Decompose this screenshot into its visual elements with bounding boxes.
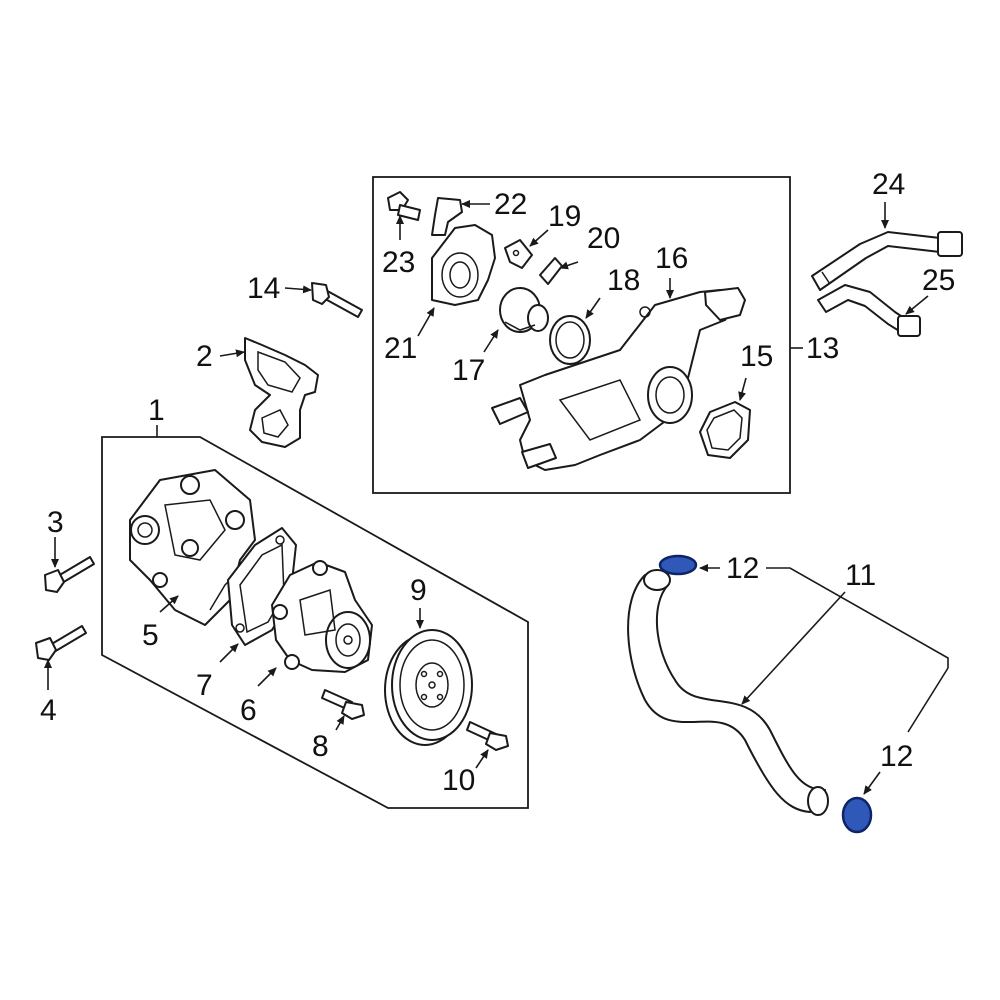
callout-24: 24 (872, 168, 905, 201)
callout-3: 3 (47, 506, 64, 539)
leader-lines (44, 200, 949, 795)
callout-6: 6 (240, 694, 257, 727)
callout-5: 5 (142, 619, 159, 652)
callout-19: 19 (548, 200, 581, 233)
pump-pulley-part[interactable] (384, 629, 473, 746)
callout-2: 2 (196, 340, 213, 373)
thermostat-17-part[interactable] (499, 287, 549, 333)
callout-16: 16 (655, 242, 688, 275)
o-ring-12-bottom-part[interactable] (841, 796, 873, 834)
callout-21: 21 (384, 332, 417, 365)
bolt-14-part[interactable] (311, 282, 363, 318)
o-ring-12-top-part[interactable] (658, 554, 698, 576)
bolt-4-part[interactable] (35, 625, 87, 661)
callout-23: 23 (382, 246, 415, 279)
bolt-10-part[interactable] (466, 721, 509, 751)
callout-18: 18 (607, 264, 640, 297)
callout-13: 13 (806, 332, 839, 365)
callout-12-bottom: 12 (880, 740, 913, 773)
callout-14: 14 (247, 272, 280, 305)
callout-1: 1 (148, 394, 165, 427)
sensor-19-part[interactable] (504, 239, 533, 269)
hose-25-part[interactable] (817, 284, 921, 337)
bracket-22-part[interactable] (431, 197, 463, 236)
hose-24-part[interactable] (811, 231, 963, 291)
gasket-2-part[interactable] (244, 337, 319, 448)
callout-11: 11 (845, 559, 876, 592)
housing-cover-21-part[interactable] (431, 224, 496, 306)
thermostat-housing-16-part[interactable] (491, 287, 746, 471)
hose-11-part[interactable] (627, 569, 829, 816)
gasket-15-part[interactable] (699, 401, 751, 459)
callout-labels: 1 2 3 4 5 6 7 8 9 10 11 12 12 13 14 15 1… (40, 168, 955, 797)
callout-10: 10 (442, 764, 475, 797)
callout-15: 15 (740, 340, 773, 373)
callout-9: 9 (410, 574, 427, 607)
clip-20-part[interactable] (539, 257, 563, 285)
o-ring-18-part[interactable] (549, 315, 591, 365)
water-pump-part[interactable] (271, 560, 373, 673)
callout-7: 7 (196, 669, 213, 702)
bolt-3-part[interactable] (44, 556, 95, 593)
assembly-box-1 (101, 436, 529, 809)
callout-20: 20 (587, 222, 620, 255)
callout-12-top: 12 (726, 552, 759, 585)
callout-17: 17 (452, 354, 485, 387)
assembly-box-13 (372, 176, 791, 494)
callout-4: 4 (40, 694, 57, 727)
bolt-8-part[interactable] (321, 689, 365, 720)
bolt-23-part[interactable] (387, 191, 421, 221)
callout-8: 8 (312, 730, 329, 763)
callout-25: 25 (922, 264, 955, 297)
callout-22: 22 (494, 188, 527, 221)
